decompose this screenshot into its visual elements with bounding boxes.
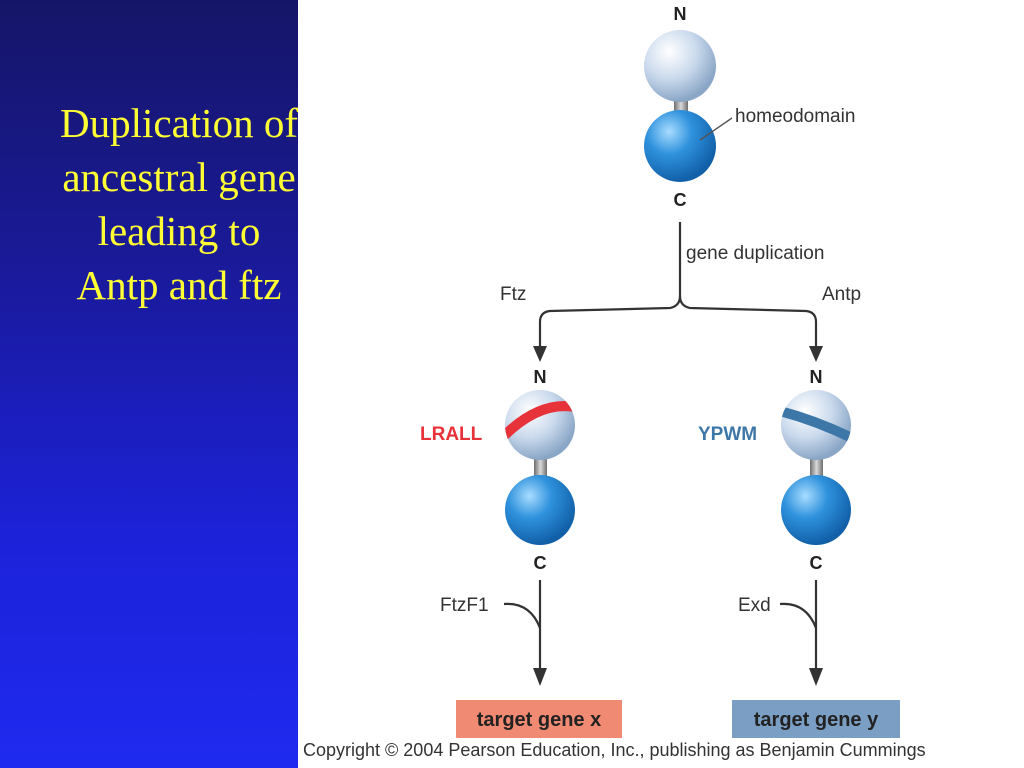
ftz-branch-label: Ftz <box>500 284 526 305</box>
antp-target-arrowhead <box>809 668 823 686</box>
target-gene-y-box <box>732 700 900 738</box>
target-gene-x-box <box>456 700 622 738</box>
target-gene-y-label: target gene y <box>754 709 879 731</box>
ypwm-motif-label: YPWM <box>698 424 757 445</box>
ftzf1-label: FtzF1 <box>440 595 489 616</box>
ftz-n-label: N <box>534 367 547 387</box>
cofactor-arrows <box>503 580 818 670</box>
slide-title: Duplication of ancestral gene leading to… <box>60 100 298 308</box>
gene-duplication-diagram: N C homeodomain gene duplication Ftz Ant… <box>420 4 900 738</box>
antp-n-label: N <box>810 367 823 387</box>
ftz-c-label: C <box>534 553 547 573</box>
lrall-motif-label: LRALL <box>420 424 483 445</box>
diagram-panel: N C homeodomain gene duplication Ftz Ant… <box>298 0 1024 768</box>
ancestral-protein: N C homeodomain <box>644 4 855 210</box>
copyright-notice: Copyright © 2004 Pearson Education, Inc.… <box>303 740 926 760</box>
antp-homeodomain-sphere <box>781 475 851 545</box>
ancestral-n-label: N <box>674 4 687 24</box>
target-gene-x-label: target gene x <box>477 709 601 731</box>
ftzf1-curve <box>503 602 542 629</box>
title-panel: Duplication of ancestral gene leading to… <box>0 0 298 768</box>
exd-label: Exd <box>738 595 771 616</box>
ancestral-c-label: C <box>674 190 687 210</box>
ancestral-n-terminal-sphere <box>644 30 716 102</box>
homeodomain-label: homeodomain <box>735 106 855 127</box>
ftz-homeodomain-sphere <box>505 475 575 545</box>
right-arrowhead <box>809 346 823 362</box>
homeodomain-leader-line <box>699 117 733 141</box>
right-branch-line <box>678 295 818 348</box>
duplication-arrows <box>538 222 818 348</box>
ancestral-homeodomain-sphere <box>644 110 716 182</box>
antp-protein: N C YPWM <box>698 367 851 573</box>
antp-branch-label: Antp <box>822 284 861 305</box>
exd-curve <box>779 602 818 629</box>
ypwm-motif-band <box>781 405 851 445</box>
left-branch-line <box>538 222 682 348</box>
gene-duplication-label: gene duplication <box>686 243 824 264</box>
left-arrowhead <box>533 346 547 362</box>
ftz-target-arrowhead <box>533 668 547 686</box>
ftz-protein: N C LRALL <box>420 367 575 573</box>
antp-c-label: C <box>810 553 823 573</box>
